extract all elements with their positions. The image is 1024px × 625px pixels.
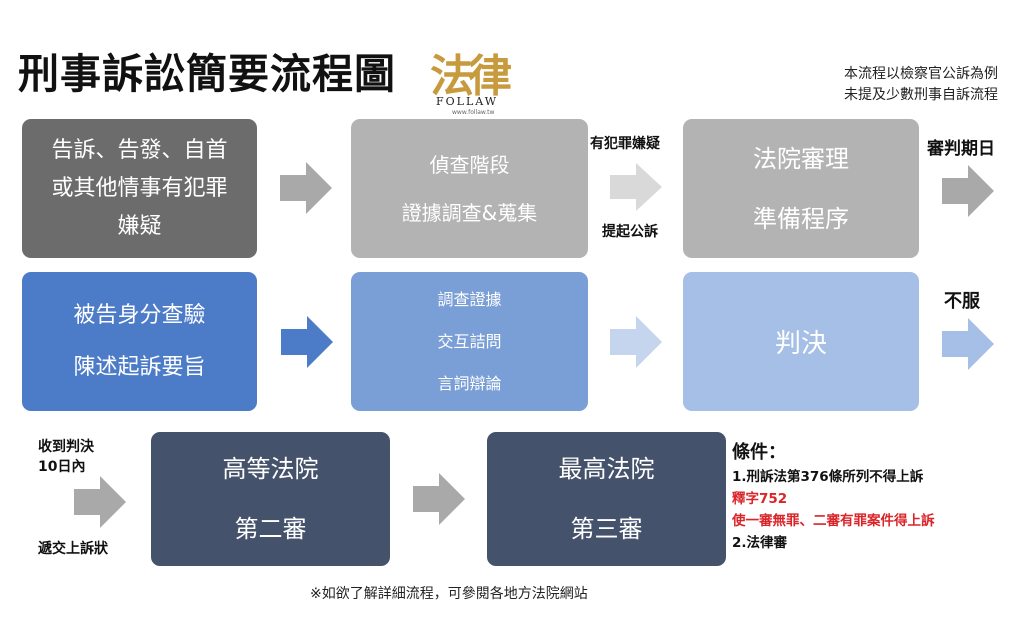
logo-url: www.follaw.tw: [452, 109, 495, 116]
step-court-preparation: 法院審理 準備程序: [683, 119, 919, 258]
follaw-logo: 法律 FOLLAW www.follaw.tw: [430, 40, 512, 120]
right-arrow-icon: [281, 316, 333, 368]
right-arrow-icon: [610, 316, 662, 368]
scope-note-line: 未提及少數刑事自訴流程: [844, 87, 998, 103]
step-text: 言詞辯論: [437, 373, 502, 393]
label-line: 收到判決: [38, 439, 94, 455]
logo-glyph: 法律: [430, 51, 512, 102]
step-text: 最高法院: [558, 455, 655, 483]
step-investigation: 偵查階段 證據調查&蒐集: [351, 119, 588, 258]
page-title: 刑事訴訟簡要流程圖: [18, 50, 396, 98]
condition-exception: 釋字752: [732, 491, 788, 507]
label-trial-date: 審判期日: [927, 139, 995, 159]
step-text: 第二審: [234, 515, 307, 543]
footer-note: ※如欲了解詳細流程，可參閱各地方法院網站: [310, 586, 588, 602]
step-text: 準備程序: [753, 204, 849, 233]
logo-wordmark: FOLLAW: [436, 95, 499, 108]
right-arrow-icon: [610, 163, 662, 211]
step-text: 或其他情事有犯罪: [51, 175, 228, 201]
label-receive-judgment: 收到判決 10日內: [38, 437, 94, 477]
step-text: 被告身分查驗: [73, 302, 206, 328]
step-text: 法院審理: [753, 144, 849, 173]
label-suspicion: 有犯罪嫌疑: [590, 136, 660, 152]
label-disagree: 不服: [944, 291, 980, 312]
step-text: 嫌疑: [117, 213, 162, 239]
scope-note-line: 本流程以檢察官公訴為例: [844, 66, 998, 82]
step-text: 陳述起訴要旨: [73, 354, 206, 380]
step-text: 高等法院: [222, 455, 319, 483]
step-text: 調查證據: [437, 289, 502, 309]
step-text: 交互詰問: [437, 331, 502, 351]
step-text: 第三審: [570, 515, 643, 543]
condition-item: 2.法律審: [732, 535, 788, 551]
step-text: 判決: [774, 329, 827, 359]
condition-item: 1.刑訴法第376條所列不得上訴: [732, 469, 924, 485]
condition-exception: 使一審無罪、二審有罪案件得上訴: [732, 513, 935, 529]
step-text: 證據調查&蒐集: [401, 200, 538, 225]
right-arrow-icon: [413, 473, 465, 525]
step-complaint: 告訴、告發、自首 或其他情事有犯罪 嫌疑: [22, 119, 257, 258]
right-arrow-icon: [942, 318, 994, 370]
right-arrow-icon: [74, 476, 126, 528]
step-text: 偵查階段: [429, 152, 510, 177]
step-identity-check: 被告身分查驗 陳述起訴要旨: [22, 272, 257, 411]
step-supreme-court: 最高法院 第三審: [487, 432, 726, 566]
label-indictment: 提起公訴: [602, 224, 658, 240]
appeal-conditions: 條件： 1.刑訴法第376條所列不得上訴 釋字752 使一審無罪、二審有罪案件得…: [732, 440, 935, 554]
step-evidence-debate: 調查證據 交互詰問 言詞辯論: [351, 272, 588, 411]
label-line: 10日內: [38, 459, 86, 475]
step-high-court: 高等法院 第二審: [151, 432, 390, 566]
conditions-heading: 條件：: [732, 442, 786, 463]
right-arrow-icon: [942, 165, 994, 217]
scope-note: 本流程以檢察官公訴為例 未提及少數刑事自訴流程: [844, 64, 998, 106]
right-arrow-icon: [280, 162, 332, 214]
step-judgment: 判決: [683, 272, 919, 411]
label-file-appeal: 遞交上訴狀: [38, 541, 108, 557]
step-text: 告訴、告發、自首: [51, 137, 228, 163]
